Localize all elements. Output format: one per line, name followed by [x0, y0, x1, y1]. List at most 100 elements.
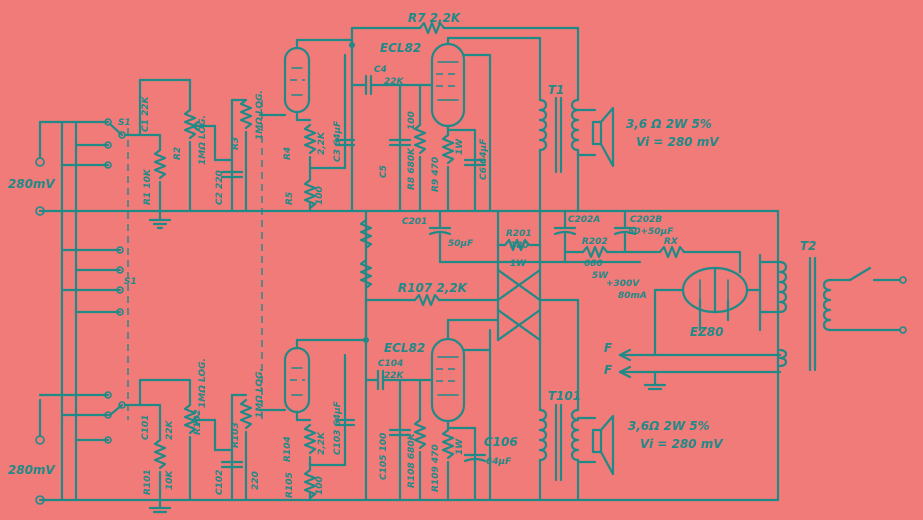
label-f2: F [604, 363, 613, 377]
label-f1: F [604, 341, 613, 355]
label-r105: R105 [285, 472, 295, 498]
label-c5-value: 100 [407, 111, 417, 130]
volume-pot-r102 [183, 378, 217, 502]
label-r7: R7 2,2K [408, 11, 462, 25]
label-input-bottom: 280mV [8, 463, 57, 477]
label-c201: C201 [402, 217, 427, 227]
label-b300: +300V [606, 279, 640, 289]
ecl82-bottom-triode [283, 338, 368, 422]
label-r4-value: 2,2K [317, 131, 327, 155]
label-c101-value: 22K [165, 419, 175, 440]
label-r3-value: 1MΩ LOG. [255, 90, 265, 140]
label-r105-value: 100 [315, 476, 325, 495]
label-t101: T101 [548, 389, 581, 403]
r108-r109-c106 [413, 328, 492, 502]
rectifier-ez80 [653, 266, 762, 357]
label-c3: C3 64µF [333, 120, 343, 162]
label-speaker2-vi: Vi = 280 mV [640, 437, 724, 451]
label-r107: R107 2,2K [398, 281, 469, 295]
ecl82-top-triode [283, 38, 354, 122]
channel-crossover [496, 268, 542, 342]
label-c201-value: 50µF [448, 239, 474, 249]
c102-r103-network [213, 393, 287, 502]
label-r201: R201 [506, 229, 532, 239]
volume-pot-r2 [183, 78, 217, 213]
label-r109-watt: 1W [455, 438, 465, 455]
power-transformer-t2 [758, 253, 907, 372]
label-rx: RX [664, 237, 679, 247]
label-r104: R104 [283, 436, 293, 462]
label-r1: R1 10K [143, 168, 153, 205]
label-r102: R102 [193, 409, 203, 435]
r8-r9-c6 [413, 53, 492, 213]
selector-switch-s1 [104, 78, 263, 444]
c2-r3-network [213, 98, 287, 213]
label-ecl82-top: ECL82 [380, 41, 421, 55]
label-c202b: C202B [630, 215, 662, 225]
label-input-top: 280mV [8, 177, 57, 191]
label-speaker2-spec: 3,6Ω 2W 5% [628, 419, 710, 433]
label-r109: R109 470 [431, 444, 441, 492]
label-r3: R3 [231, 137, 241, 150]
label-r101-value: 10K [165, 469, 175, 490]
filter-network [359, 209, 742, 342]
c101-r101-network [138, 403, 172, 514]
label-r108: R108 680K [407, 432, 417, 488]
label-r103: R103 [231, 422, 241, 448]
label-c202a: C202A [568, 215, 600, 225]
label-c1: C1 22K [141, 95, 151, 132]
label-r103-value: 1MΩ LOG. [255, 368, 265, 418]
r107-feedback [363, 293, 580, 502]
label-r104-value: 2,2K [317, 431, 327, 455]
label-c102-value: 220 [251, 471, 261, 490]
speaker-top-icon [576, 106, 615, 168]
label-r4: R4 [283, 147, 293, 160]
label-r202: R202 [582, 237, 608, 247]
ground-rail-bottom [35, 495, 780, 505]
label-s1-top: S1 [118, 118, 131, 128]
label-ecl82-bottom: ECL82 [384, 341, 425, 355]
output-transformer-t1 [538, 36, 580, 213]
output-transformer-t101 [538, 338, 580, 502]
label-r102-value: 1MΩ LOG. [198, 358, 208, 408]
c1-r1-network [138, 133, 172, 230]
label-r2-value: 1MΩ LOG. [198, 115, 208, 165]
label-r9-watt: 1W [455, 138, 465, 155]
label-r201-watt: 1W [510, 259, 527, 269]
label-r2: R2 [173, 147, 183, 160]
label-r202-value: 680 [584, 259, 603, 269]
label-c4-value: 22K [384, 77, 405, 87]
ecl82-bottom-pentode [398, 318, 500, 423]
r104-c103-cathode [295, 353, 356, 502]
label-t2: T2 [800, 239, 817, 253]
label-speaker1-spec: 3,6 Ω 2W 5% [626, 117, 712, 131]
label-c6: C6 64µF [479, 138, 489, 180]
label-c106: C106 [484, 435, 518, 449]
label-r101: R101 [143, 469, 153, 495]
input-wiring [35, 120, 122, 502]
ground-rail-top [35, 206, 780, 216]
label-speaker1-vi: Vi = 280 mV [636, 135, 720, 149]
c104-coupling [364, 369, 412, 502]
label-b80: 80mA [618, 291, 647, 301]
r7-feedback [349, 21, 580, 213]
label-t1: T1 [548, 83, 565, 97]
label-r202-watt: 5W [592, 271, 609, 281]
label-r5-value: 100 [315, 186, 325, 205]
label-ez80: EZ80 [690, 325, 724, 339]
label-r5: R5 [285, 192, 295, 205]
heater-leads [618, 348, 782, 391]
label-c101: C101 [141, 415, 151, 440]
speaker-bottom-icon [576, 414, 615, 476]
label-c5: C5 [379, 165, 389, 178]
c4-coupling [350, 74, 412, 213]
label-c105: C105 100 [379, 433, 389, 480]
label-c2: C2 220 [215, 170, 225, 205]
label-c104: C104 [378, 359, 403, 369]
component-labels: R7 2,2K ECL82 C4 22K T1 3,6 Ω 2W 5% Vi =… [8, 11, 817, 498]
label-r201-value: 180 [510, 241, 529, 251]
label-s1-mid: S1 [124, 277, 137, 287]
label-c103: C103 64µF [333, 400, 343, 455]
